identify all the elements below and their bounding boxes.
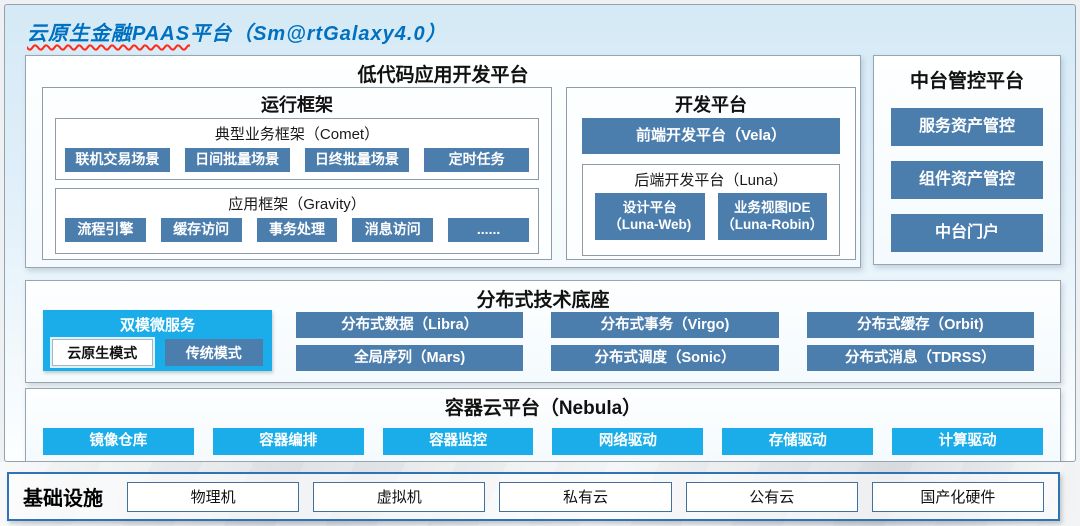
scenario-eod-batch: 日终批量场景 [304, 148, 410, 172]
page-title-squiggled-part: 云原生金融PAAS [27, 23, 191, 45]
distributed-base-panel: 分布式技术底座 双模微服务 云原生模式 传统模式 分布式数据（Libra） 分布… [25, 280, 1061, 383]
infrastructure-strip: 基础设施 物理机 虚拟机 私有云 公有云 国产化硬件 [0, 462, 1080, 526]
luna-web-line1: 设计平台 [622, 199, 677, 215]
dual-mode-title: 双模微服务 [119, 317, 195, 334]
container-capabilities-row: 镜像仓库 容器编排 容器监控 网络驱动 存储驱动 计算驱动 [26, 420, 1060, 455]
platform-diagram-card: 云原生金融PAAS平台（Sm@rtGalaxy4.0） 低代码应用开发平台 运行… [4, 4, 1076, 462]
global-sequence-mars: 全局序列（Mars) [296, 345, 524, 371]
luna-robin-business-ide: 业务视图IDE （Luna-Robin） [717, 193, 827, 240]
distributed-services-grid: 分布式数据（Libra） 分布式事务（Virgo) 分布式缓存（Orbit) 全… [296, 312, 1034, 371]
gravity-framework-box: 应用框架（Gravity） 流程引擎 缓存访问 事务处理 消息访问 ...... [55, 188, 539, 254]
distributed-cache-orbit: 分布式缓存（Orbit) [806, 312, 1034, 338]
infra-virtual-machine: 虚拟机 [313, 481, 486, 512]
dual-mode-microservice-box: 双模微服务 云原生模式 传统模式 [43, 310, 272, 371]
capability-transaction-processing: 事务处理 [256, 218, 338, 242]
infra-physical-machine: 物理机 [127, 481, 300, 512]
storage-driver: 存储驱动 [722, 428, 874, 455]
container-orchestration: 容器编排 [212, 428, 364, 455]
capability-process-engine: 流程引擎 [65, 218, 146, 242]
luna-backend-box: 后端开发平台（Luna） 设计平台 （Luna-Web) 业务视图IDE （Lu… [582, 164, 840, 256]
gravity-framework-title: 应用框架（Gravity） [228, 196, 366, 213]
gravity-capability-row: 流程引擎 缓存访问 事务处理 消息访问 ...... [56, 214, 538, 242]
luna-web-line2: （Luna-Web) [608, 216, 692, 232]
distributed-data-libra: 分布式数据（Libra） [296, 312, 524, 338]
midplatform-title: 中台管控平台 [909, 71, 1024, 92]
container-cloud-panel: 容器云平台（Nebula） 镜像仓库 容器编排 容器监控 网络驱动 存储驱动 计… [25, 388, 1061, 462]
component-asset-control: 组件资产管控 [891, 161, 1043, 199]
page-title: 云原生金融PAAS平台（Sm@rtGalaxy4.0） [27, 17, 447, 46]
dev-platform-box: 开发平台 前端开发平台（Vela） 后端开发平台（Luna） 设计平台 （Lun… [566, 87, 856, 260]
distributed-scheduler-sonic: 分布式调度（Sonic） [551, 345, 779, 371]
runtime-framework-title: 运行框架 [261, 95, 333, 115]
infrastructure-bar: 基础设施 物理机 虚拟机 私有云 公有云 国产化硬件 [7, 472, 1060, 521]
infra-public-cloud: 公有云 [685, 481, 858, 512]
distributed-base-title: 分布式技术底座 [476, 290, 610, 311]
image-registry: 镜像仓库 [43, 428, 194, 455]
comet-framework-title: 典型业务框架（Comet） [214, 126, 380, 143]
midplatform-control-panel: 中台管控平台 服务资产管控 组件资产管控 中台门户 [873, 55, 1061, 265]
comet-scenario-row: 联机交易场景 日间批量场景 日终批量场景 定时任务 [56, 144, 538, 172]
scenario-daytime-batch: 日间批量场景 [184, 148, 290, 172]
luna-robin-line2: （Luna-Robin） [721, 216, 824, 232]
mode-traditional: 传统模式 [164, 339, 263, 366]
capability-more-ellipsis: ...... [448, 218, 529, 242]
scenario-online-trading: 联机交易场景 [65, 148, 170, 172]
capability-message-access: 消息访问 [352, 218, 434, 242]
midplatform-portal: 中台门户 [891, 214, 1043, 252]
vela-frontend-platform: 前端开发平台（Vela） [582, 118, 840, 154]
distributed-message-tdrss: 分布式消息（TDRSS） [806, 345, 1034, 371]
distributed-transaction-virgo: 分布式事务（Virgo) [551, 312, 779, 338]
container-cloud-title: 容器云平台（Nebula） [444, 398, 642, 419]
scenario-scheduled-task: 定时任务 [424, 148, 529, 172]
infra-domestic-hardware: 国产化硬件 [871, 481, 1045, 512]
container-monitoring: 容器监控 [382, 428, 534, 455]
lowcode-platform-panel: 低代码应用开发平台 运行框架 典型业务框架（Comet） 联机交易场景 日间批量… [25, 55, 861, 268]
infrastructure-label: 基础设施 [23, 488, 103, 510]
compute-driver: 计算驱动 [892, 428, 1043, 455]
capability-cache-access: 缓存访问 [160, 218, 242, 242]
luna-backend-title: 后端开发平台（Luna） [634, 172, 788, 189]
mode-cloud-native: 云原生模式 [52, 339, 153, 366]
dual-mode-row: 云原生模式 传统模式 [43, 335, 272, 366]
comet-framework-box: 典型业务框架（Comet） 联机交易场景 日间批量场景 日终批量场景 定时任务 [55, 118, 539, 180]
luna-tools-row: 设计平台 （Luna-Web) 业务视图IDE （Luna-Robin） [583, 190, 839, 240]
luna-robin-line1: 业务视图IDE [733, 199, 811, 215]
luna-web-design-platform: 设计平台 （Luna-Web) [595, 193, 705, 240]
page-title-rest: 平台（Sm@rtGalaxy4.0） [190, 23, 447, 45]
network-driver: 网络驱动 [552, 428, 704, 455]
dev-platform-title: 开发平台 [675, 95, 747, 115]
service-asset-control: 服务资产管控 [891, 108, 1043, 146]
lowcode-platform-title: 低代码应用开发平台 [357, 65, 529, 86]
runtime-framework-box: 运行框架 典型业务框架（Comet） 联机交易场景 日间批量场景 日终批量场景 … [42, 87, 552, 260]
infra-private-cloud: 私有云 [499, 481, 672, 512]
